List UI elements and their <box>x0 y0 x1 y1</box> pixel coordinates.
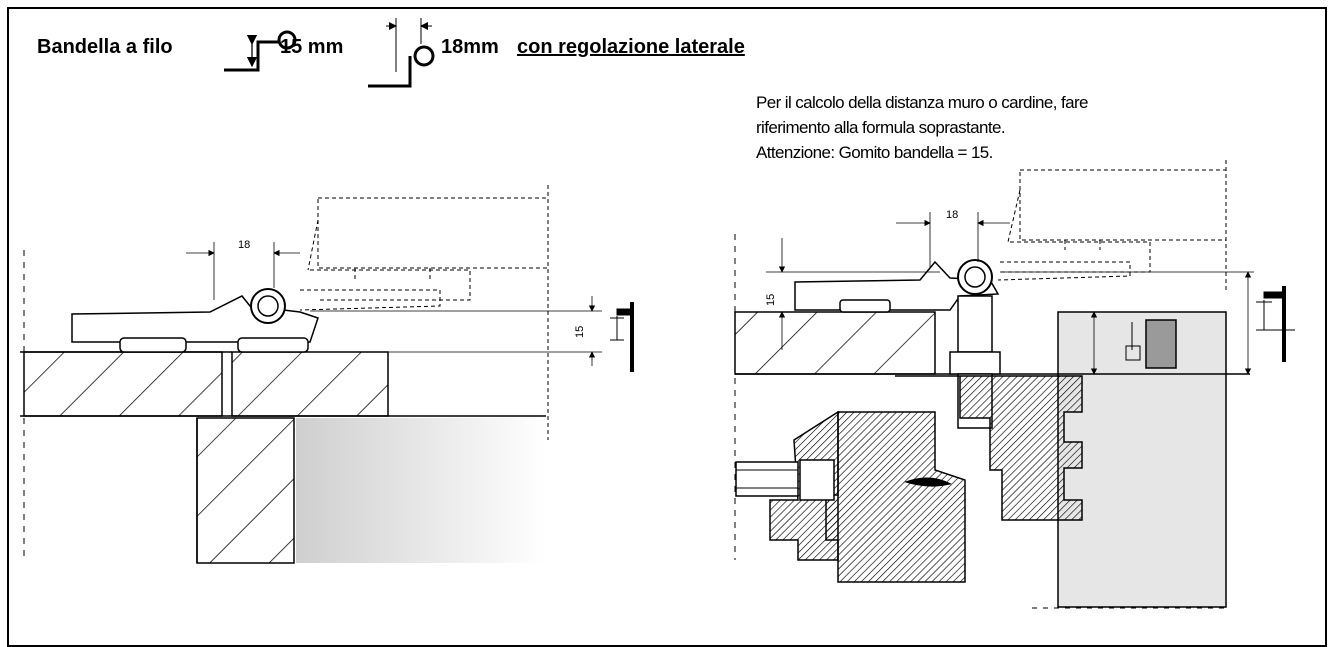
note-line-1: Per il calcolo della distanza muro o car… <box>756 93 1089 112</box>
hinge-icon-15mm <box>224 30 297 72</box>
note-line-3: Attenzione: Gomito bandella = 15. <box>756 143 993 162</box>
title-text-regolazione: con regolazione laterale <box>517 36 745 58</box>
instruction-note: Per il calcolo della distanza muro o car… <box>756 90 1116 165</box>
left-section-drawing: 18 15 <box>20 185 634 564</box>
hinge-icon-18mm <box>368 18 435 88</box>
right-width-dimension: 18 <box>946 209 958 221</box>
note-line-2: riferimento alla formula soprastante. <box>756 118 1006 137</box>
left-height-dimension: 15 <box>574 326 586 338</box>
title-text-bandella: Bandella a filo <box>37 36 173 58</box>
right-height-dimension: 15 <box>765 294 777 306</box>
technical-drawing: 18 15 <box>20 18 1295 609</box>
left-width-dimension: 18 <box>238 239 250 251</box>
title-text-18mm: 18mm <box>441 36 499 58</box>
right-section-drawing: 18 15 <box>734 160 1295 609</box>
